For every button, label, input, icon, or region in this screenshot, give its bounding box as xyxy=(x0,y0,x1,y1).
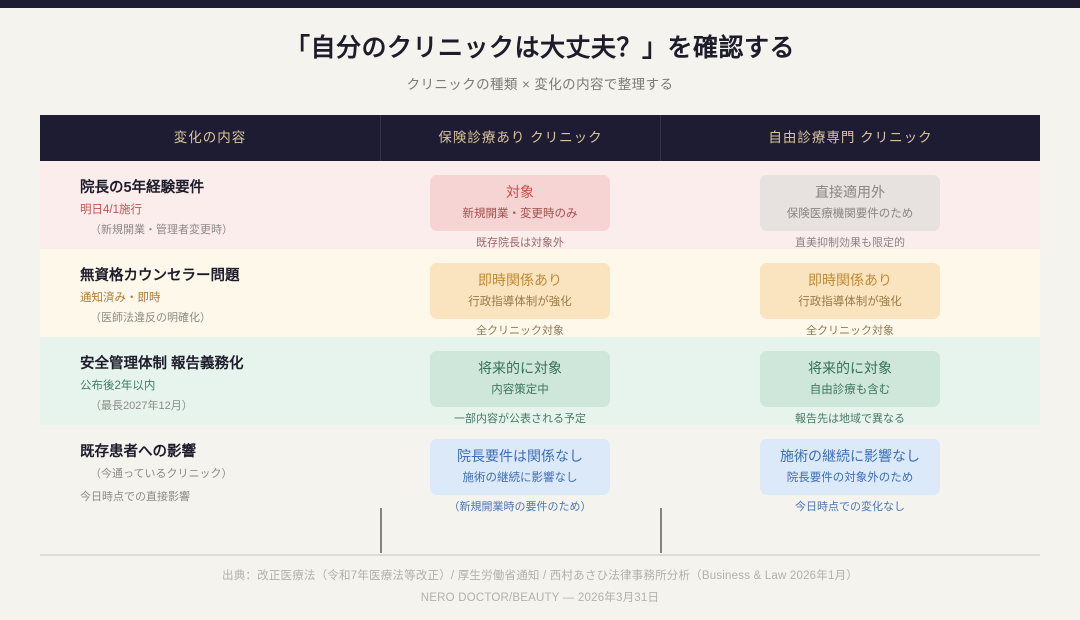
column-header-insurance-clinic: 保険診療あり クリニック xyxy=(380,115,660,162)
status-badge-sub: 新規開業・変更時のみ xyxy=(462,207,578,220)
footer-divider xyxy=(40,554,1040,556)
row-cell-insurance: 将来的に対象 内容策定中 一部内容が公表される予定 xyxy=(380,337,660,426)
row-cell-selfpay: 施術の継続に影響なし 院長要件の対象外のため 今日時点での変化なし xyxy=(660,425,1040,514)
row-label-sub: 通知済み・即時 xyxy=(80,292,161,305)
row-label-sub: 公布後2年以内 xyxy=(80,380,156,393)
table-row: 無資格カウンセラー問題 通知済み・即時 （医師法違反の明確化） 即時関係あり 行… xyxy=(40,249,1040,338)
status-badge-title: 即時関係あり xyxy=(808,272,892,289)
status-badge-title: 即時関係あり xyxy=(478,272,562,289)
row-label-note: （医師法違反の明確化） xyxy=(90,312,211,325)
row-label-cell: 院長の5年経験要件 明日4/1施行 （新規開業・管理者変更時） xyxy=(40,161,380,237)
footer-source: 出典：改正医療法（令和7年医療法等改正）/ 厚生労働省通知 / 西村あさひ法律事… xyxy=(222,570,858,582)
row-cell-insurance: 院長要件は関係なし 施術の継続に影響なし （新規開業時の要件のため） xyxy=(380,425,660,514)
cell-footnote: （新規開業時の要件のため） xyxy=(448,501,592,514)
row-label-sub: 明日4/1施行 xyxy=(80,204,142,217)
comparison-table: 変化の内容 保険診療あり クリニック 自由診療専門 クリニック 院長の5年経験要… xyxy=(40,115,1040,514)
cell-footnote: 全クリニック対象 xyxy=(476,325,564,338)
column-header-selfpay-clinic: 自由診療専門 クリニック xyxy=(660,115,1040,162)
row-cell-insurance: 対象 新規開業・変更時のみ 既存院長は対象外 xyxy=(380,161,660,250)
row-label-note: （新規開業・管理者変更時） xyxy=(90,224,233,237)
status-badge-sub: 内容策定中 xyxy=(491,383,549,396)
column-divider-left xyxy=(380,508,382,553)
cell-footnote: 直美抑制効果も限定的 xyxy=(795,237,905,250)
status-badge: 直接適用外 保険医療機関要件のため xyxy=(760,175,940,232)
table-row: 安全管理体制 報告義務化 公布後2年以内 （最長2027年12月） 将来的に対象… xyxy=(40,337,1040,426)
status-badge: 将来的に対象 内容策定中 xyxy=(430,351,610,408)
footer-block: 出典：改正医療法（令和7年医療法等改正）/ 厚生労働省通知 / 西村あさひ法律事… xyxy=(0,566,1080,610)
status-badge-title: 院長要件は関係なし xyxy=(457,448,583,465)
page-subtitle: クリニックの種類 × 変化の内容で整理する xyxy=(406,77,674,93)
top-accent-bar xyxy=(0,0,1080,8)
row-label-cell: 安全管理体制 報告義務化 公布後2年以内 （最長2027年12月） xyxy=(40,337,380,413)
status-badge: 即時関係あり 行政指導体制が強化 xyxy=(430,263,610,320)
table-row: 既存患者への影響 （今通っているクリニック） 今日時点での直接影響 院長要件は関… xyxy=(40,425,1040,514)
row-label-title: 院長の5年経験要件 xyxy=(80,180,205,197)
header-block: 「自分のクリニックは大丈夫？」を確認する クリニックの種類 × 変化の内容で整理… xyxy=(0,8,1080,93)
row-cell-insurance: 即時関係あり 行政指導体制が強化 全クリニック対象 xyxy=(380,249,660,338)
row-label-title: 既存患者への影響 xyxy=(80,444,196,461)
status-badge-sub: 行政指導体制が強化 xyxy=(798,295,902,308)
row-label-note: 今日時点での直接影響 xyxy=(80,491,190,504)
infographic-stage: 「自分のクリニックは大丈夫？」を確認する クリニックの種類 × 変化の内容で整理… xyxy=(0,8,1080,620)
cell-footnote: 報告先は地域で異なる xyxy=(795,413,905,426)
row-cell-selfpay: 直接適用外 保険医療機関要件のため 直美抑制効果も限定的 xyxy=(660,161,1040,250)
status-badge: 将来的に対象 自由診療も含む xyxy=(760,351,940,408)
status-badge-title: 将来的に対象 xyxy=(808,360,892,377)
status-badge: 院長要件は関係なし 施術の継続に影響なし xyxy=(430,439,610,496)
row-label-cell: 既存患者への影響 （今通っているクリニック） 今日時点での直接影響 xyxy=(40,425,380,504)
column-header-change: 変化の内容 xyxy=(173,130,247,146)
row-label-note: （最長2027年12月） xyxy=(90,400,193,413)
status-badge-sub: 施術の継続に影響なし xyxy=(462,471,578,484)
status-badge: 対象 新規開業・変更時のみ xyxy=(430,175,610,232)
status-badge-title: 直接適用外 xyxy=(815,184,885,201)
status-badge-title: 施術の継続に影響なし xyxy=(780,448,920,465)
status-badge-sub: 行政指導体制が強化 xyxy=(468,295,572,308)
column-divider-right xyxy=(660,508,662,553)
cell-footnote: 全クリニック対象 xyxy=(806,325,894,338)
status-badge-sub: 自由診療も含む xyxy=(809,383,891,396)
row-cell-selfpay: 即時関係あり 行政指導体制が強化 全クリニック対象 xyxy=(660,249,1040,338)
status-badge: 即時関係あり 行政指導体制が強化 xyxy=(760,263,940,320)
table-row: 院長の5年経験要件 明日4/1施行 （新規開業・管理者変更時） 対象 新規開業・… xyxy=(40,161,1040,250)
row-label-title: 無資格カウンセラー問題 xyxy=(80,268,240,285)
row-cell-selfpay: 将来的に対象 自由診療も含む 報告先は地域で異なる xyxy=(660,337,1040,426)
row-label-title: 安全管理体制 報告義務化 xyxy=(80,356,244,373)
footer-credit: NERO DOCTOR/BEAUTY — 2026年3月31日 xyxy=(420,591,660,604)
status-badge: 施術の継続に影響なし 院長要件の対象外のため xyxy=(760,439,940,496)
status-badge-sub: 保険医療機関要件のため xyxy=(786,207,914,220)
status-badge-title: 将来的に対象 xyxy=(478,360,562,377)
page-title: 「自分のクリニックは大丈夫？」を確認する xyxy=(284,34,795,62)
status-badge-title: 対象 xyxy=(506,184,534,201)
status-badge-sub: 院長要件の対象外のため xyxy=(786,471,914,484)
row-label-sub: （今通っているクリニック） xyxy=(90,468,233,481)
cell-footnote: 既存院長は対象外 xyxy=(476,237,564,250)
table-header-row: 変化の内容 保険診療あり クリニック 自由診療専門 クリニック xyxy=(40,115,1040,162)
row-label-cell: 無資格カウンセラー問題 通知済み・即時 （医師法違反の明確化） xyxy=(40,249,380,325)
cell-footnote: 今日時点での変化なし xyxy=(795,501,905,514)
cell-footnote: 一部内容が公表される予定 xyxy=(454,413,586,426)
